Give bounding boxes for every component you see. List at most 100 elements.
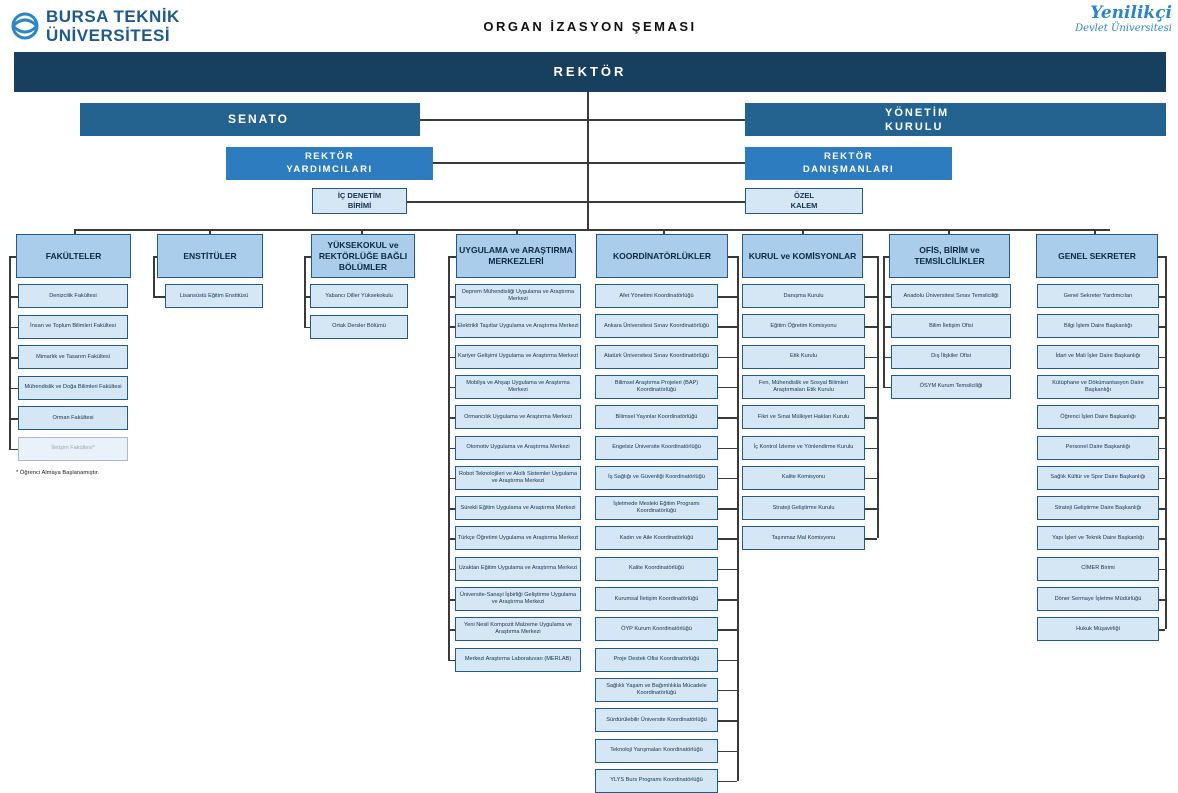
unit-box: Denizcilik Fakültesi <box>18 284 128 308</box>
connector-line <box>153 256 155 296</box>
board-label-line1: YÖNETİM <box>885 107 950 119</box>
connector-line <box>448 538 455 540</box>
slogan-line2: Devlet Üniversitesi <box>1075 23 1172 34</box>
connector-line <box>718 750 737 752</box>
unit-box: Mimarlık ve Tasarım Fakültesi <box>18 345 128 369</box>
connector-line <box>1159 417 1165 419</box>
connector-line <box>153 296 165 298</box>
connector-line <box>883 256 889 258</box>
connector-line <box>1159 447 1165 449</box>
unit-box: Otomotiv Uygulama ve Araştırma Merkezi <box>455 435 581 460</box>
footnote: * Öğrenci Almaya Başlanamıştır. <box>16 470 100 476</box>
connector-line <box>718 386 737 389</box>
connector-line <box>448 256 456 258</box>
connector-line <box>448 629 455 631</box>
unit-box: Danışma Kurulu <box>742 284 865 308</box>
connector-line <box>9 256 16 258</box>
connector-line <box>883 326 891 328</box>
unit-box: Elektrikli Taşıtlar Uygulama ve Araştırm… <box>455 314 581 339</box>
connector-line <box>304 256 306 327</box>
unit-box: Bilimsel Araştırma Projeleri (BAP) Koord… <box>595 374 718 399</box>
connector-line <box>718 689 737 692</box>
logo-text-line1: BURSA TEKNİK <box>46 7 180 26</box>
connector-line <box>718 326 737 328</box>
connector-line <box>718 780 737 783</box>
rector-label: REKTÖR <box>553 64 627 79</box>
connector-line <box>448 356 455 359</box>
column-header: YÜKSEKOKUL ve REKTÖRLÜĞE BAĞLI BÖLÜMLER <box>311 234 415 278</box>
connector-line <box>448 296 455 298</box>
unit-box: Bilgi İşlem Daire Başkanlığı <box>1037 314 1159 339</box>
vice-rectors-line1: REKTÖR <box>304 151 355 162</box>
unit-box: Ankara Üniversitesi Sınav Koordinatörlüğ… <box>595 314 718 339</box>
private-office-line2: KALEM <box>790 201 818 210</box>
connector-line <box>9 357 18 359</box>
column-header: OFİS, BİRİM ve TEMSİLCİLİKLER <box>889 234 1010 278</box>
unit-box: İşletmede Mesleki Eğitim Programı Koordi… <box>595 496 718 521</box>
slogan-line1: Yenilikçi <box>1090 3 1172 23</box>
unit-box: Sürekli Eğitim Uygulama ve Araştırma Mer… <box>455 496 581 521</box>
unit-box: Öğrenci İşleri Daire Başkanlığı <box>1037 405 1159 430</box>
connector-line <box>865 386 877 389</box>
connector-line <box>718 599 737 601</box>
connector-line <box>448 447 455 449</box>
unit-box: Uzaktan Eğitim Uygulama ve Araştırma Mer… <box>455 556 581 581</box>
unit-box: İç Kontrol İzleme ve Yönlendirme Kurulu <box>742 435 865 460</box>
connector-line <box>304 296 310 298</box>
column-header: KURUL ve KOMİSYONLAR <box>742 234 863 278</box>
connector-line <box>1159 538 1165 540</box>
connector-line <box>865 447 877 449</box>
internal-audit-box: İÇ DENETİM BİRİMİ <box>312 188 407 214</box>
connector-line <box>448 417 455 419</box>
connector-line <box>865 508 877 510</box>
connector-line <box>448 477 455 480</box>
university-logo: BURSA TEKNİK ÜNİVERSİTESİ <box>6 4 206 48</box>
connector-line <box>9 448 18 450</box>
connector-line <box>1158 256 1165 258</box>
senate-box: SENATO <box>80 103 420 136</box>
vice-rectors-box: REKTÖR YARDIMCILARI <box>226 147 433 180</box>
connector-line <box>9 418 18 420</box>
connector-line <box>9 256 11 449</box>
column-header: FAKÜLTELER <box>16 234 131 278</box>
logo-icon <box>11 12 39 40</box>
connector-line <box>1159 477 1165 480</box>
connector-line <box>718 720 737 722</box>
connector-line <box>865 477 877 480</box>
unit-box: CİMER Birimi <box>1037 556 1159 581</box>
unit-box: Sağlık Kültür ve Spor Daire Başkanlığı <box>1037 465 1159 490</box>
connector-line <box>9 296 18 298</box>
connector-line <box>865 538 877 540</box>
connector-line <box>448 659 455 662</box>
unit-box: Lisansüstü Eğitim Enstitüsü <box>165 284 263 308</box>
connector-line <box>718 538 737 540</box>
unit-box: Üniversite-Sanayi İşbirliği Geliştirme U… <box>455 587 581 611</box>
unit-box: Dış İlişkiler Ofisi <box>891 344 1011 369</box>
connector-line <box>9 326 18 328</box>
connector-line <box>718 477 737 480</box>
unit-box: Döner Sermaye İşletme Müdürlüğü <box>1037 587 1159 611</box>
unit-box: Proje Destek Ofisi Koordinatörlüğü <box>595 647 718 672</box>
advisors-line2: DANIŞMANLARI <box>802 164 895 175</box>
unit-box: Robot Teknolojileri ve Akıllı Sistemler … <box>455 465 581 490</box>
unit-box: Taşınmaz Mal Komisyonu <box>742 526 865 551</box>
connector-line <box>737 256 739 781</box>
private-office-box: ÖZEL KALEM <box>745 188 863 214</box>
unit-box: Personel Daire Başkanlığı <box>1037 435 1159 460</box>
unit-box: Bilimsel Yayınlar Koordinatörlüğü <box>595 405 718 430</box>
connector-line <box>448 568 455 571</box>
connector-line <box>883 296 891 298</box>
unit-box: ÖSYM Kurum Temsilciliği <box>891 374 1011 399</box>
unit-box: İdari ve Mali İşler Daire Başkanlığı <box>1037 344 1159 369</box>
unit-box: Kütüphane ve Dökümantasyon Daire Başkanl… <box>1037 374 1159 399</box>
column-header: GENEL SEKRETER <box>1036 234 1158 278</box>
connector-line <box>718 508 737 510</box>
connector-line <box>865 296 877 298</box>
unit-box: Genel Sekreter Yardımcıları <box>1037 284 1159 308</box>
connector-line <box>877 256 879 539</box>
logo-text-line2: ÜNİVERSİTESİ <box>46 26 171 45</box>
unit-box: Eğitim Öğretim Komisyonu <box>742 314 865 339</box>
connector-line <box>1159 356 1165 359</box>
connector-line <box>863 256 877 258</box>
unit-box: Anadolu Üniversitesi Sınav Temsilciliği <box>891 284 1011 308</box>
